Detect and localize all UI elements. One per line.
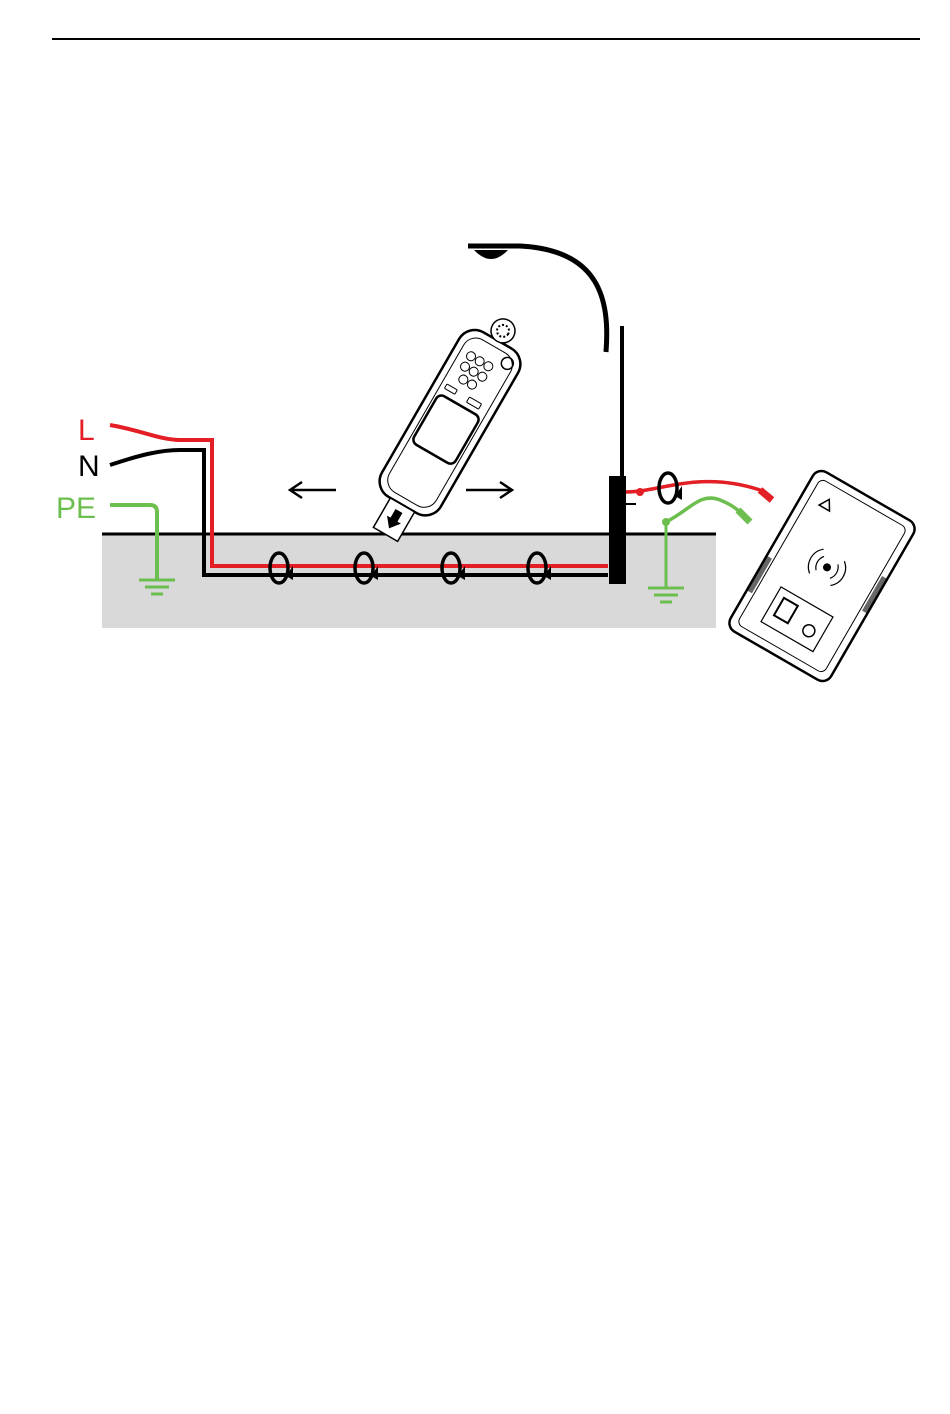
pe-wire-label: PE <box>56 492 96 525</box>
direction-arrow-icon <box>466 482 512 498</box>
cable-locator-transmitter-icon <box>726 467 918 684</box>
transmitter-line-lead <box>626 482 772 500</box>
cable-locator-receiver-icon <box>356 303 538 551</box>
direction-arrow-icon <box>290 482 336 498</box>
line-wire-label: L <box>78 414 95 447</box>
neutral-wire-label: N <box>78 450 100 483</box>
